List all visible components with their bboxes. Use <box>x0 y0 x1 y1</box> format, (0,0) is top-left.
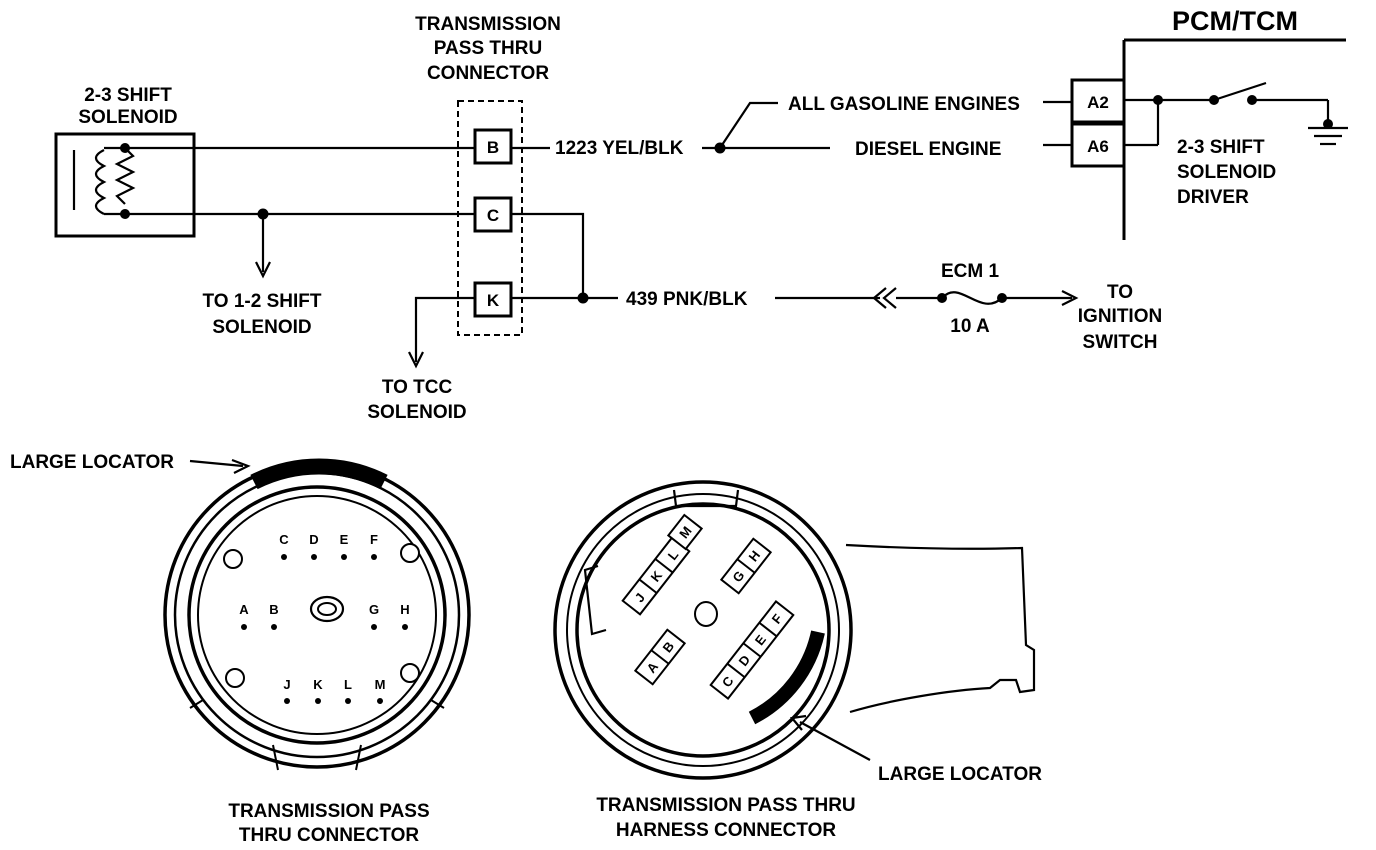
to-12-label-line2: SOLENOID <box>212 317 311 338</box>
pin-a6-label: A6 <box>1087 137 1109 156</box>
left-caption-line1: TRANSMISSION PASS <box>228 801 429 822</box>
ground-icon <box>1308 126 1348 146</box>
left-caption-line2: THRU CONNECTOR <box>239 825 419 846</box>
pin-box-b <box>473 128 513 165</box>
wire-c-to-junction <box>511 212 585 298</box>
solenoid-label-line1: 2-3 SHIFT <box>84 85 172 106</box>
ignition-label-line3: SWITCH <box>1083 332 1158 353</box>
right-connector: J K L M G H A B <box>553 480 1042 841</box>
left-pin-a: A <box>239 602 249 617</box>
pin-a2-label: A2 <box>1087 93 1109 112</box>
pass-thru-label-line2: PASS THRU <box>434 38 542 59</box>
connector-outline <box>457 100 523 336</box>
driver-label-line3: DRIVER <box>1177 187 1249 208</box>
resistor-icon <box>114 147 136 205</box>
right-locator-label: LARGE LOCATOR <box>878 764 1042 785</box>
pin-b-label: B <box>487 138 499 157</box>
arrow-right-icon <box>231 458 251 474</box>
pin-box-a2 <box>1070 78 1126 124</box>
pcm-label: PCM/TCM <box>1172 6 1298 36</box>
to-tcc-label-line2: SOLENOID <box>367 402 466 423</box>
driver-label-line1: 2-3 SHIFT <box>1177 137 1265 158</box>
pass-thru-connector: TRANSMISSION PASS THRU CONNECTOR B C K <box>415 14 561 336</box>
pin-box-k <box>473 281 513 318</box>
to-12-label-line1: TO 1-2 SHIFT <box>203 291 322 312</box>
ignition-label-line1: TO <box>1107 282 1133 303</box>
left-locator-label: LARGE LOCATOR <box>10 452 174 473</box>
solenoid-label-line2: SOLENOID <box>78 107 177 128</box>
left-pin-d: D <box>309 532 318 547</box>
arrow-down-icon <box>255 261 271 279</box>
wire-to-tcc <box>414 296 475 362</box>
right-caption-line1: TRANSMISSION PASS THRU <box>596 795 855 816</box>
coil-icon <box>94 149 107 215</box>
fuse-icon <box>941 291 1003 305</box>
pin-k-label: K <box>487 291 500 310</box>
solenoid-box <box>54 132 196 238</box>
left-pin-l: L <box>344 677 352 692</box>
diesel-engine-label: DIESEL ENGINE <box>855 139 1001 160</box>
gas-engines-label: ALL GASOLINE ENGINES <box>788 94 1020 115</box>
schematic: 2-3 SHIFT SOLENOID TO 1-2 SHIFT SOLENOID… <box>54 6 1348 423</box>
left-pin-e: E <box>340 532 349 547</box>
pin-box-a6 <box>1070 122 1126 168</box>
solenoid-23: 2-3 SHIFT SOLENOID <box>54 85 196 238</box>
left-connector: LARGE LOCATOR C D E F A B G H J <box>10 452 471 846</box>
left-pin-h: H <box>400 602 409 617</box>
gas-engine-leader <box>719 101 778 149</box>
pass-thru-label-line3: CONNECTOR <box>427 63 549 84</box>
fuse-rating: 10 A <box>950 316 990 337</box>
left-pin-c: C <box>279 532 289 547</box>
right-pin-grid: J K L M G H A B <box>621 513 795 700</box>
wire-pnk-label: 439 PNK/BLK <box>626 289 748 310</box>
pcm-tcm: PCM/TCM A2 A6 2-3 SHIFT SOLENOID <box>1070 6 1348 240</box>
connector-chevron-icon <box>872 287 897 309</box>
switch-icon <box>1213 81 1267 102</box>
left-pin-f: F <box>370 532 378 547</box>
large-locator-key <box>748 630 825 725</box>
left-pin-g: G <box>369 602 379 617</box>
pin-box-c <box>473 196 513 233</box>
left-pin-k: K <box>313 677 323 692</box>
large-locator-key <box>250 458 388 490</box>
wire-yel-label: 1223 YEL/BLK <box>555 138 684 159</box>
arrow-down-icon <box>408 351 424 369</box>
arrow-right-icon <box>1061 290 1079 306</box>
right-caption-line2: HARNESS CONNECTOR <box>616 820 837 841</box>
harness-body <box>845 543 1036 714</box>
to-tcc-label-line1: TO TCC <box>382 377 453 398</box>
left-pin-grid: C D E F A B G H J K L M <box>239 532 410 704</box>
pin-c-label: C <box>487 206 499 225</box>
driver-label-line2: SOLENOID <box>1177 162 1276 183</box>
ignition-label-line2: IGNITION <box>1078 306 1162 327</box>
left-pin-j: J <box>283 677 290 692</box>
pass-thru-label-line1: TRANSMISSION <box>415 14 561 35</box>
fuse-name: ECM 1 <box>941 261 1000 282</box>
left-pin-b: B <box>269 602 278 617</box>
left-pin-m: M <box>375 677 386 692</box>
arrow-left-icon <box>789 714 807 731</box>
